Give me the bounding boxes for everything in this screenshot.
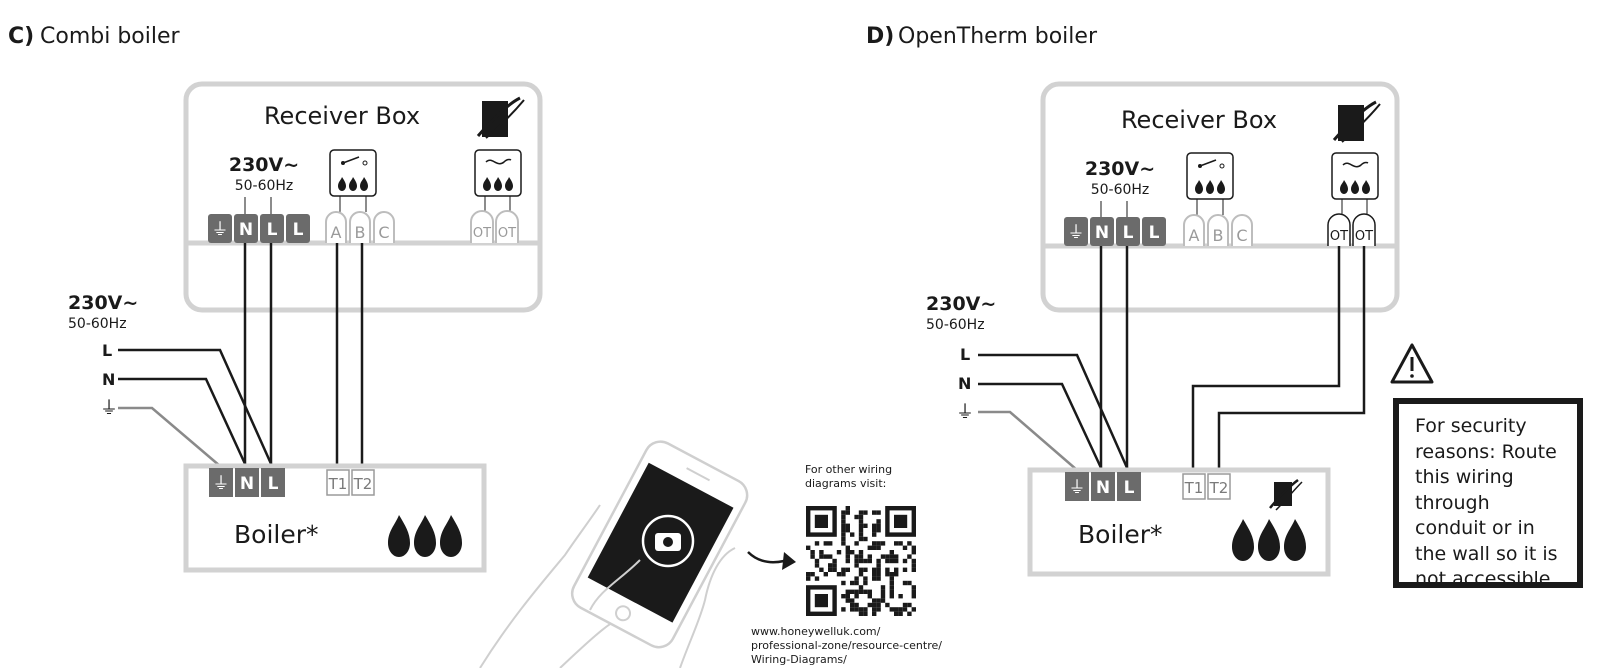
svg-text:L: L — [1149, 223, 1160, 243]
section-d: D) OpenTherm boiler Receiver Box 230V~ 5… — [866, 24, 1434, 577]
boiler-flames-d-icon — [1232, 519, 1306, 561]
svg-text:N: N — [1096, 478, 1110, 498]
svg-text:T1: T1 — [328, 475, 348, 493]
boiler-title-c: Boiler* — [234, 520, 319, 549]
svg-text:N: N — [1095, 223, 1109, 243]
receiver-ot-terminals-c: OT OT — [470, 210, 519, 243]
wires-d — [978, 246, 1366, 472]
boiler-control-terminals-d: T1 T2 — [1182, 473, 1231, 500]
section-d-letter: D) — [866, 24, 894, 49]
boiler-power-terminals-d: ⏚ N L — [1065, 472, 1141, 501]
svg-text:T2: T2 — [1209, 479, 1229, 497]
svg-text:T1: T1 — [1184, 479, 1204, 497]
svg-text:L: L — [293, 220, 304, 240]
warning-triangle-icon — [1390, 343, 1434, 384]
receiver-voltage-c: 230V~ — [229, 154, 299, 176]
svg-text:A: A — [1189, 226, 1200, 245]
receiver-freq-d: 50-60Hz — [1091, 182, 1150, 198]
receiver-freq-c: 50-60Hz — [235, 178, 294, 194]
section-c: C) Combi boiler Receiver Box 230V~ 50-60… — [8, 24, 543, 573]
boiler-control-terminals-c: T1 T2 — [326, 469, 375, 496]
svg-text:B: B — [1213, 226, 1224, 245]
svg-text:N: N — [240, 474, 254, 494]
opentherm-symbol-c-icon — [474, 149, 522, 212]
mains-freq-c: 50-60Hz — [68, 316, 127, 332]
camera-icon — [641, 514, 695, 568]
qr-url-line1: www.honeywelluk.com/ — [751, 625, 881, 638]
mains-earth-d-icon: ⏚ — [956, 402, 974, 423]
receiver-power-terminals-c: ⏚ N L L — [208, 214, 310, 243]
section-c-title: Combi boiler — [40, 24, 181, 49]
boiler-box-c — [183, 463, 487, 573]
receiver-relay-terminals-c: A B C — [325, 211, 395, 243]
arrow-right-icon — [747, 551, 796, 570]
mains-voltage-d: 230V~ — [926, 293, 996, 315]
receiver-box-d — [1040, 81, 1400, 313]
opentherm-logo-icon — [1269, 479, 1303, 511]
receiver-logo-c-icon — [476, 96, 525, 139]
security-warning-text: For security reasons: Route this wiring … — [1415, 415, 1558, 590]
mains-line-n-c: N — [102, 370, 115, 389]
receiver-title-d: Receiver Box — [1121, 106, 1277, 134]
qr-url-line3: Wiring-Diagrams/ — [751, 653, 847, 666]
qr-caption-line1: For other wiring — [805, 463, 892, 476]
svg-text:OT: OT — [1330, 229, 1348, 244]
svg-text:⏚: ⏚ — [213, 474, 230, 494]
svg-text:L: L — [1123, 223, 1134, 243]
svg-text:OT: OT — [1355, 229, 1373, 244]
opentherm-symbol-d-icon — [1331, 152, 1379, 215]
boiler-box-d — [1027, 467, 1331, 577]
receiver-power-terminals-d: ⏚ N L L — [1064, 217, 1166, 246]
qr-url-line2: professional-zone/resource-centre/ — [751, 639, 942, 652]
wires-c — [118, 243, 364, 468]
svg-text:C: C — [1236, 226, 1247, 245]
svg-text:T2: T2 — [353, 475, 373, 493]
svg-text:⏚: ⏚ — [1069, 478, 1086, 498]
svg-text:C: C — [378, 223, 389, 242]
svg-text:A: A — [331, 223, 342, 242]
mains-line-l-d: L — [960, 345, 970, 364]
section-c-letter: C) — [8, 24, 34, 49]
receiver-logo-d-icon — [1332, 100, 1381, 143]
svg-text:L: L — [267, 220, 278, 240]
qr-caption-line2: diagrams visit: — [805, 477, 886, 490]
svg-text:N: N — [239, 220, 253, 240]
receiver-voltage-d: 230V~ — [1085, 158, 1155, 180]
boiler-power-terminals-c: ⏚ N L — [209, 468, 285, 497]
svg-text:OT: OT — [473, 226, 491, 241]
mains-voltage-c: 230V~ — [68, 292, 138, 314]
qr-code[interactable] — [806, 506, 916, 616]
receiver-title-c: Receiver Box — [264, 102, 420, 130]
mains-line-l-c: L — [102, 341, 112, 360]
svg-text:⏚: ⏚ — [1068, 223, 1085, 243]
boiler-flames-c-icon — [388, 515, 462, 557]
mains-earth-c-icon: ⏚ — [100, 398, 118, 419]
svg-text:⏚: ⏚ — [212, 220, 229, 240]
boiler-title-d: Boiler* — [1078, 520, 1163, 549]
relay-symbol-d-icon — [1186, 152, 1234, 215]
phone-illustration — [479, 440, 749, 668]
mains-line-n-d: N — [958, 374, 971, 393]
relay-symbol-c-icon — [329, 149, 377, 212]
svg-text:L: L — [1124, 478, 1135, 498]
svg-text:OT: OT — [498, 226, 516, 241]
section-d-title: OpenTherm boiler — [898, 24, 1098, 49]
receiver-ot-terminals-d: OT OT — [1327, 213, 1376, 246]
mains-freq-d: 50-60Hz — [926, 317, 985, 333]
security-warning-box: For security reasons: Route this wiring … — [1393, 398, 1583, 590]
svg-text:B: B — [355, 223, 366, 242]
receiver-relay-terminals-d: A B C — [1183, 214, 1253, 246]
svg-text:L: L — [268, 474, 279, 494]
